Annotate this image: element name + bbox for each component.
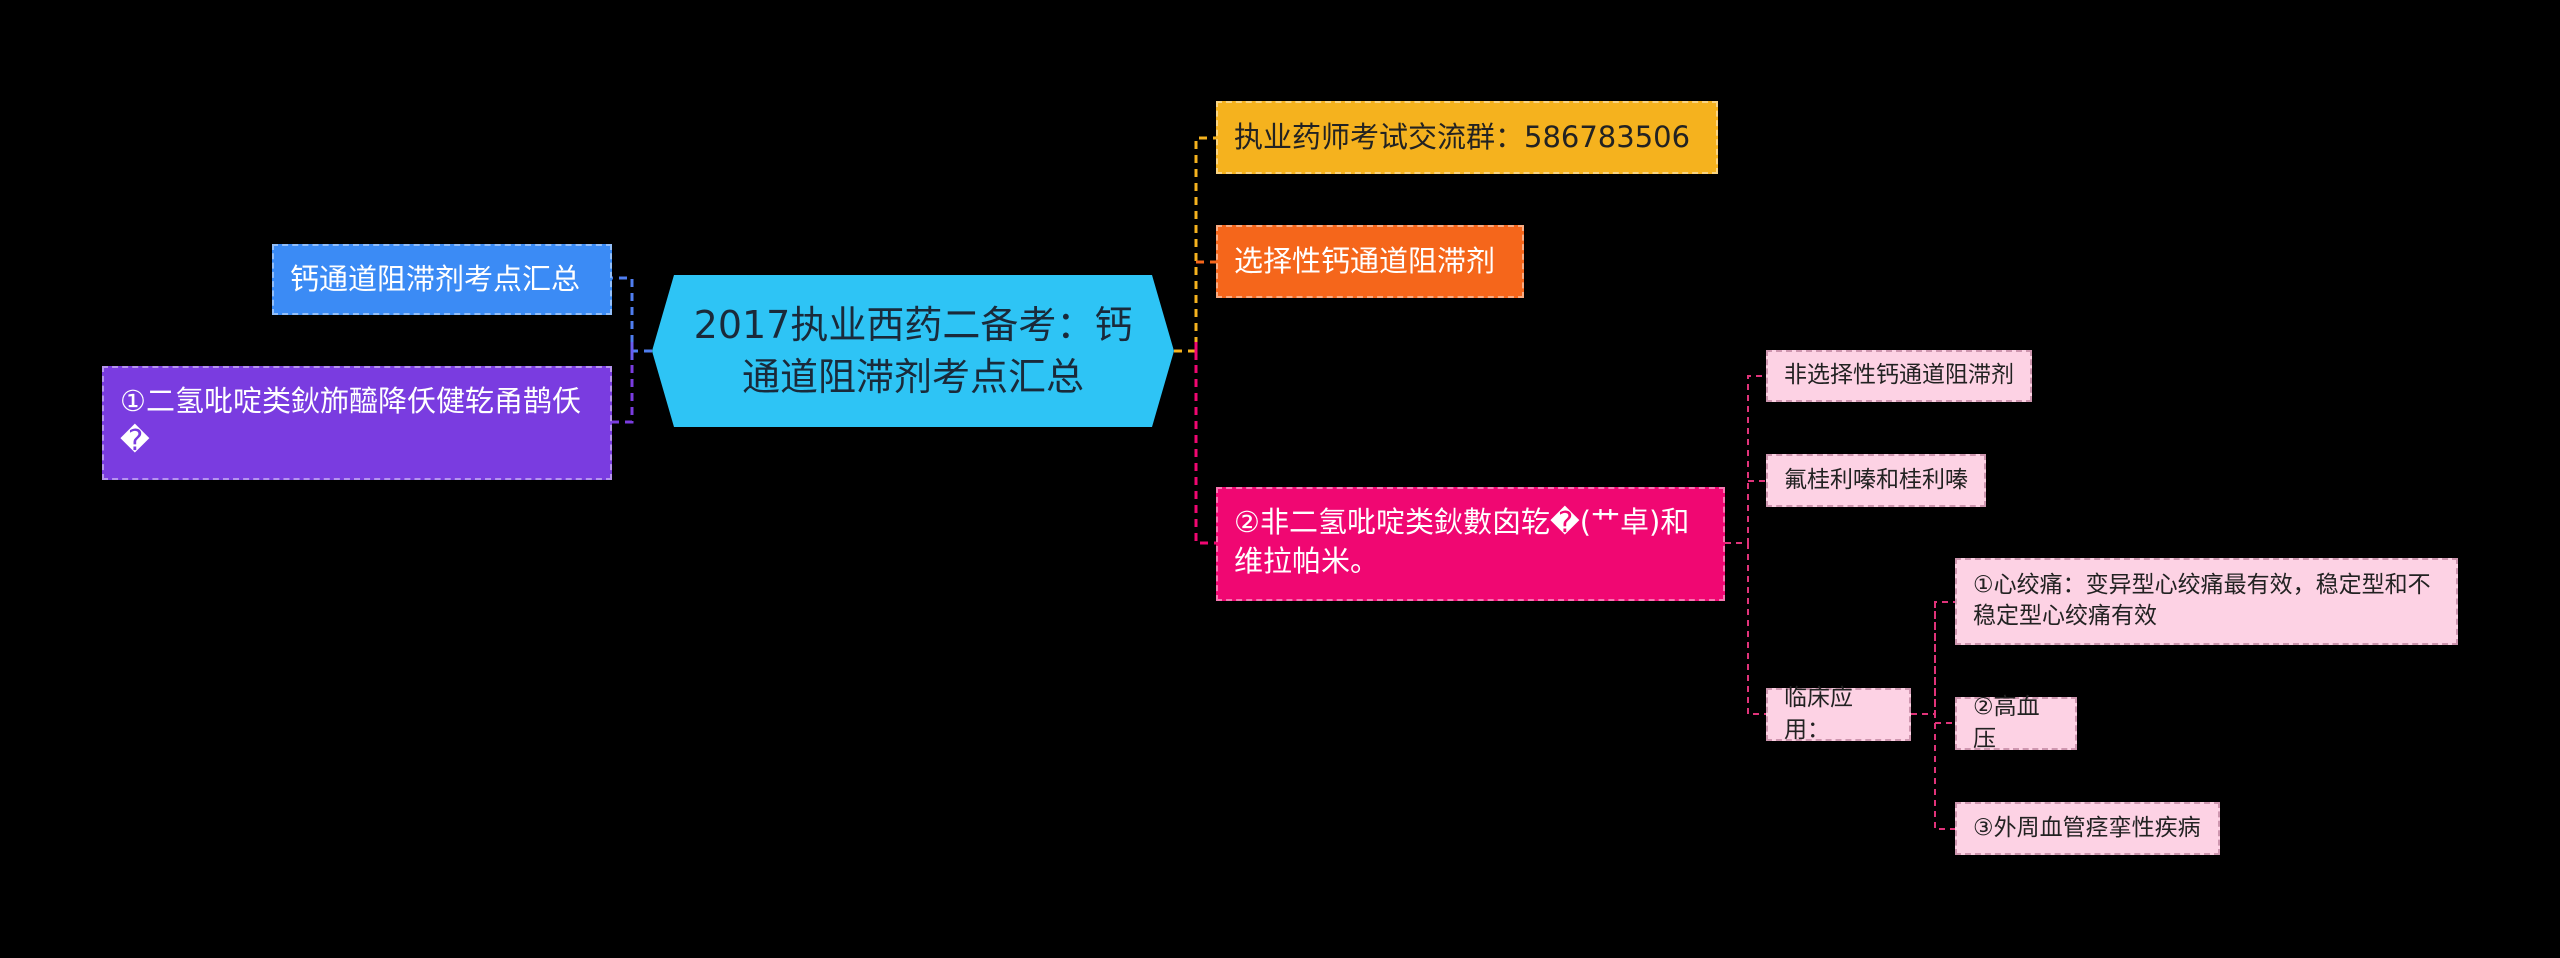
left-node-summary-label: 钙通道阻滞剂考点汇总 — [290, 261, 581, 296]
left-node-summary[interactable]: 钙通道阻滞剂考点汇总 — [272, 244, 612, 315]
sub-node-clinical-use[interactable]: 临床应用： — [1766, 685, 1911, 743]
link-central-to-left-2 — [612, 351, 634, 424]
clinical-node-hypertension[interactable]: ②高血压 — [1955, 694, 2077, 752]
clinical-node-angina-label: ①心绞痛：变异型心绞痛最有效，稳定型和不稳定型心绞痛有效 — [1973, 572, 2431, 630]
clinical-node-angina[interactable]: ①心绞痛：变异型心绞痛最有效，稳定型和不稳定型心绞痛有效 — [1955, 558, 2458, 645]
link-central-to-right-3 — [1194, 351, 1216, 545]
sub-node-non-selective-label: 非选择性钙通道阻滞剂 — [1784, 362, 2014, 389]
link-right3-to-sub — [1725, 375, 1766, 715]
link-central-to-right-1 — [1174, 136, 1216, 353]
right-node-non-dihydropyridine[interactable]: ②非二氢吡啶类鈥數囟䢀�(艹卓)和维拉帕米。 — [1216, 487, 1725, 601]
right-node-non-dihydropyridine-label: ②非二氢吡啶类鈥數囟䢀�(艹卓)和维拉帕米。 — [1234, 505, 1690, 579]
link-clinical — [1911, 601, 1955, 830]
sub-node-clinical-use-label: 临床应用： — [1784, 685, 1853, 743]
right-node-selective[interactable]: 选择性钙通道阻滞剂 — [1216, 225, 1524, 298]
right-node-group[interactable]: 执业药师考试交流群：586783506 — [1216, 101, 1718, 174]
sub-node-non-selective[interactable]: 非选择性钙通道阻滞剂 — [1766, 350, 2032, 402]
clinical-node-peripheral-label: ③外周血管痉挛性疾病 — [1973, 814, 2201, 841]
left-node-dihydropyridine[interactable]: ①二氢吡啶类鈥斾醯降仸健䢀甬鹊仸� — [102, 366, 612, 480]
central-topic[interactable]: 2017执业西药二备考：钙通道阻滞剂考点汇总 — [652, 275, 1174, 427]
clinical-node-hypertension-label: ②高血压 — [1973, 694, 2040, 752]
left-node-dihydropyridine-label: ①二氢吡啶类鈥斾醯降仸健䢀甬鹊仸� — [120, 384, 581, 458]
central-topic-label: 2017执业西药二备考：钙通道阻滞剂考点汇总 — [693, 303, 1133, 399]
sub-node-flunarizine-label: 氟桂利嗪和桂利嗪 — [1784, 466, 1968, 493]
right-node-group-label: 执业药师考试交流群：586783506 — [1234, 119, 1691, 154]
sub-node-flunarizine[interactable]: 氟桂利嗪和桂利嗪 — [1766, 454, 1986, 507]
clinical-node-peripheral[interactable]: ③外周血管痉挛性疾病 — [1955, 802, 2220, 855]
link-central-to-left-1 — [612, 276, 652, 353]
right-node-selective-label: 选择性钙通道阻滞剂 — [1234, 243, 1496, 278]
